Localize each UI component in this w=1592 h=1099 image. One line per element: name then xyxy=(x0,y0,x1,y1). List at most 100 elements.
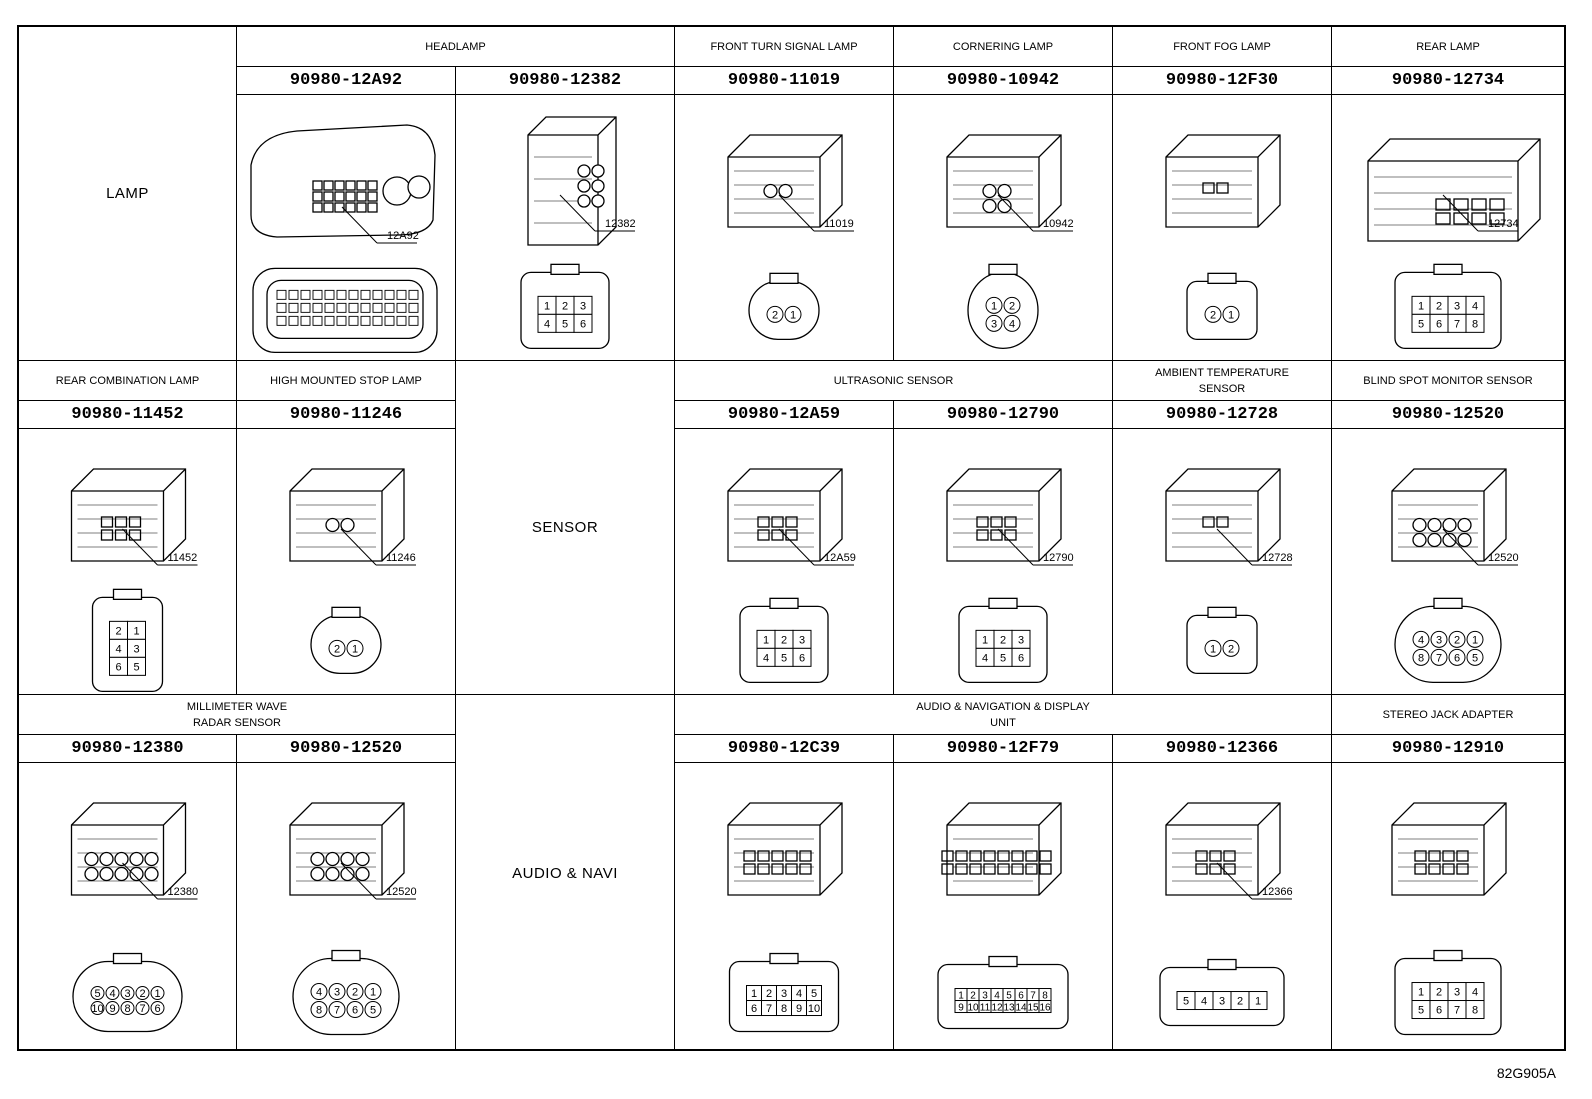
category-sensor: SENSOR xyxy=(456,361,675,695)
pin-label: 5 xyxy=(1000,652,1006,664)
pin-label: 3 xyxy=(991,318,997,330)
callout-label: 10942 xyxy=(1043,218,1074,230)
pin-label: 9 xyxy=(796,1003,802,1015)
pin-label: 4 xyxy=(109,988,115,1000)
callout-label: 12A59 xyxy=(824,552,856,564)
pin-label: 10 xyxy=(808,1003,820,1015)
part-number-12734: 90980-12734 xyxy=(1332,67,1564,95)
pin-label: 2 xyxy=(562,300,568,312)
pin-label: 13 xyxy=(1003,1003,1015,1014)
pin-label: 3 xyxy=(781,988,787,1000)
pin-label: 6 xyxy=(799,652,805,664)
group-header-ultrasonic-sensor: ULTRASONIC SENSOR xyxy=(675,361,1113,401)
part-number-12f79: 90980-12F79 xyxy=(894,735,1113,763)
pin-label: 7 xyxy=(1436,652,1442,664)
pin-label: 3 xyxy=(124,988,130,1000)
pin-label: 5 xyxy=(781,652,787,664)
pin-label: 2 xyxy=(352,987,358,999)
pin-label: 4 xyxy=(1009,318,1015,330)
callout-label: 12520 xyxy=(386,886,417,898)
group-header-high-mounted-stop-lamp: HIGH MOUNTED STOP LAMP xyxy=(237,361,456,401)
pin-label: 1 xyxy=(1255,996,1261,1008)
part-number-12380: 90980-12380 xyxy=(19,735,237,763)
group-header-front-turn-signal-lamp: FRONT TURN SIGNAL LAMP xyxy=(675,27,894,67)
pin-label: 4 xyxy=(544,318,550,330)
pin-label: 7 xyxy=(1030,991,1036,1002)
callout-label: 12382 xyxy=(605,218,636,230)
pin-label: 8 xyxy=(781,1003,787,1015)
pin-label: 3 xyxy=(799,634,805,646)
part-number-11019: 90980-11019 xyxy=(675,67,894,95)
pin-label: 3 xyxy=(580,300,586,312)
pin-label: 3 xyxy=(1454,987,1460,999)
pin-label: 6 xyxy=(580,318,586,330)
pin-label: 1 xyxy=(370,987,376,999)
part-number-12f30: 90980-12F30 xyxy=(1113,67,1332,95)
pin-label: 6 xyxy=(1018,652,1024,664)
callout-label: 11452 xyxy=(168,552,198,564)
pin-label: 2 xyxy=(1210,309,1216,321)
part-number-10942: 90980-10942 xyxy=(894,67,1113,95)
group-header-stereo-jack-adapter: STEREO JACK ADAPTER xyxy=(1332,695,1564,735)
group-header-front-fog-lamp: FRONT FOG LAMP xyxy=(1113,27,1332,67)
pin-label: 4 xyxy=(982,652,988,664)
pin-label: 2 xyxy=(1454,634,1460,646)
part-number-11452: 90980-11452 xyxy=(19,401,237,429)
part-number-12520-radar: 90980-12520 xyxy=(237,735,456,763)
group-header-cornering-lamp: CORNERING LAMP xyxy=(894,27,1113,67)
pin-label: 6 xyxy=(1436,1005,1442,1017)
pin-label: 6 xyxy=(1454,652,1460,664)
pin-label: 14 xyxy=(1015,1003,1027,1014)
group-header-rear-combination-lamp: REAR COMBINATION LAMP xyxy=(19,361,237,401)
part-number-12790: 90980-12790 xyxy=(894,401,1113,429)
pin-label: 6 xyxy=(154,1003,160,1015)
pin-label: 6 xyxy=(1436,318,1442,330)
category-audio-navi: AUDIO & NAVI xyxy=(456,695,675,1051)
pin-label: 1 xyxy=(982,634,988,646)
part-number-12366: 90980-12366 xyxy=(1113,735,1332,763)
pin-label: 1 xyxy=(352,643,358,655)
pin-label: 7 xyxy=(139,1003,145,1015)
group-header-audio-navigation-display-unit: AUDIO & NAVIGATION & DISPLAY UNIT xyxy=(675,695,1332,735)
pin-label: 7 xyxy=(1454,1005,1460,1017)
group-header-headlamp: HEADLAMP xyxy=(237,27,675,67)
pin-label: 1 xyxy=(1418,300,1424,312)
pin-label: 8 xyxy=(1418,652,1424,664)
pin-label: 8 xyxy=(316,1005,322,1017)
pin-label: 8 xyxy=(124,1003,130,1015)
pin-label: 5 xyxy=(1418,1005,1424,1017)
pin-label: 8 xyxy=(1472,318,1478,330)
pin-label: 4 xyxy=(1472,300,1478,312)
pin-label: 6 xyxy=(1018,991,1024,1002)
pin-label: 4 xyxy=(1418,634,1424,646)
pin-label: 3 xyxy=(1219,996,1225,1008)
pin-label: 2 xyxy=(1436,987,1442,999)
pin-label: 3 xyxy=(1454,300,1460,312)
pin-label: 2 xyxy=(1436,300,1442,312)
callout-label: 12380 xyxy=(168,886,199,898)
part-number-11246: 90980-11246 xyxy=(237,401,456,429)
pin-label: 5 xyxy=(1472,652,1478,664)
pin-label: 1 xyxy=(154,988,160,1000)
pin-label: 16 xyxy=(1039,1003,1051,1014)
pin-label: 7 xyxy=(334,1005,340,1017)
group-header-ambient-temperature-sensor: AMBIENT TEMPERATURE SENSOR xyxy=(1113,361,1332,401)
